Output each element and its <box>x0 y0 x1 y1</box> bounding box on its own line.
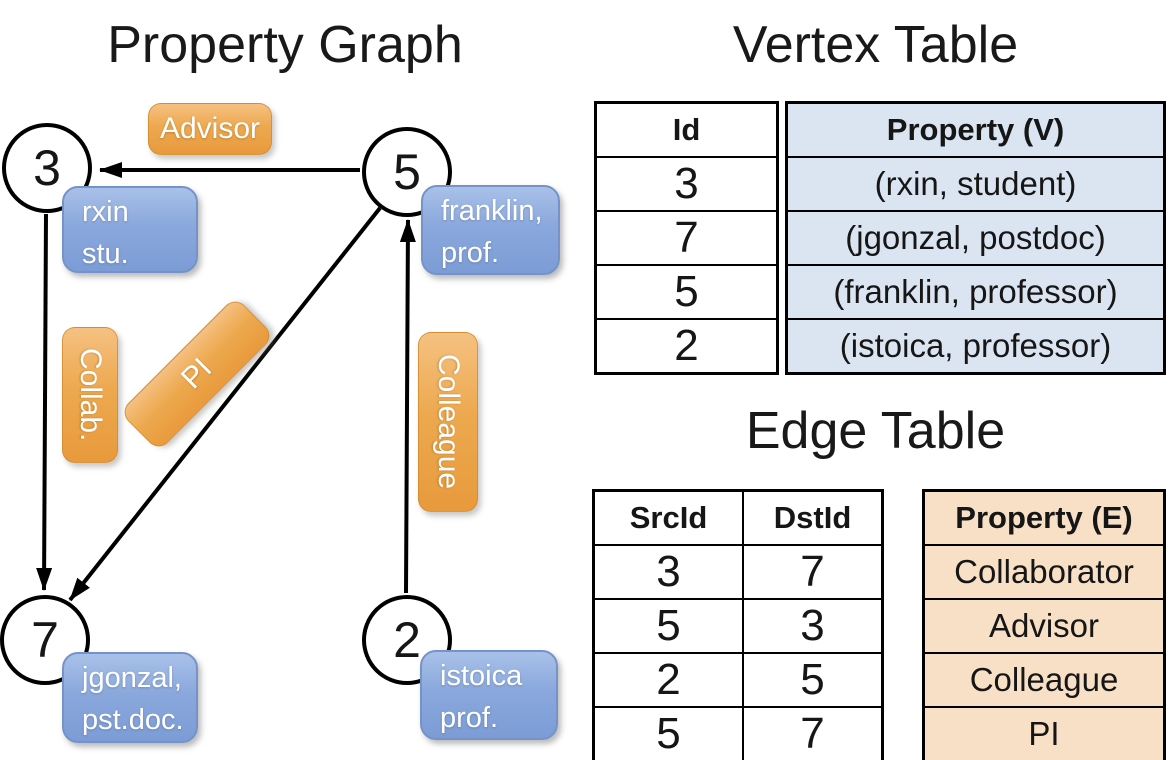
edge-property-cell: PI <box>923 706 1165 760</box>
table-row: 2 <box>595 318 778 374</box>
table-row: Collaborator <box>923 544 1165 599</box>
vertex-table-header-row: Property (V) <box>786 102 1165 157</box>
edge-srcid-cell: 3 <box>593 544 744 599</box>
vertex-table-id-column: Id 3 7 5 2 <box>594 101 779 375</box>
vertex-property-cell: (istoica, professor) <box>786 318 1165 374</box>
vertex-table-property-column: Property (V) (rxin, student) (jgonzal, p… <box>785 101 1166 375</box>
graph-node-3-id: 3 <box>33 140 61 196</box>
table-row: (jgonzal, postdoc) <box>786 210 1165 265</box>
graph-node-7-id: 7 <box>31 612 59 668</box>
vertex-property-cell: (franklin, professor) <box>786 264 1165 319</box>
vertex-property-cell: (rxin, student) <box>786 156 1165 211</box>
edge-table-header-row: SrcId DstId <box>593 490 883 545</box>
edge-srcid-cell: 5 <box>593 598 744 653</box>
edge-property-cell: Advisor <box>923 598 1165 653</box>
graph-node-5-id: 5 <box>393 144 421 200</box>
edge-table-header-property: Property (E) <box>923 490 1165 545</box>
vertex-label-istoica-line2: prof. <box>440 702 499 734</box>
graph-node-2-id: 2 <box>393 612 421 668</box>
table-row: (franklin, professor) <box>786 264 1165 319</box>
edge-property-cell: Collaborator <box>923 544 1165 599</box>
property-graph-title: Property Graph <box>107 16 463 74</box>
edge-dstid-cell: 3 <box>743 598 883 653</box>
edge-label-advisor: Advisor <box>148 103 272 155</box>
graph-edges-layer <box>36 162 416 602</box>
graph-node-2: 2 <box>362 595 452 685</box>
edge-srcid-cell: 2 <box>593 652 744 707</box>
table-row: 5 3 <box>593 598 883 653</box>
vertex-label-rxin-line2: stu. <box>82 238 129 270</box>
vertex-label-jgonzal-line1: jgonzal, <box>82 662 182 694</box>
table-row: 5 <box>595 264 778 319</box>
vertex-id-cell: 7 <box>595 210 778 265</box>
edge-arrow-2-to-5 <box>399 219 416 594</box>
vertex-property-cell: (jgonzal, postdoc) <box>786 210 1165 265</box>
edge-dstid-cell: 7 <box>743 544 883 599</box>
table-row: Advisor <box>923 598 1165 653</box>
edge-label-collab: Collab. <box>62 327 118 463</box>
table-row: (istoica, professor) <box>786 318 1165 374</box>
edge-table-header-srcid: SrcId <box>593 490 744 545</box>
table-row: Colleague <box>923 652 1165 707</box>
edge-table-header-dstid: DstId <box>773 500 852 535</box>
edge-label-colleague: Colleague <box>418 332 478 512</box>
table-row: 3 <box>595 156 778 211</box>
edge-table-property-column: Property (E) Collaborator Advisor Collea… <box>922 489 1166 760</box>
vertex-table-header-property: Property (V) <box>786 102 1165 157</box>
table-row: (rxin, student) <box>786 156 1165 211</box>
vertex-label-rxin-line1: rxin <box>82 196 129 228</box>
vertex-table-title: Vertex Table <box>732 16 1019 74</box>
vertex-label-jgonzal-line2: pst.doc. <box>82 704 184 736</box>
table-row: 5 7 <box>593 706 883 760</box>
vertex-label-istoica: istoica prof. <box>420 650 558 740</box>
edge-dstid-cell: 5 <box>743 652 883 707</box>
edge-srcid-cell: 5 <box>593 706 744 760</box>
edge-arrow-3-to-7 <box>36 213 53 591</box>
vertex-label-rxin: rxin stu. <box>62 186 198 273</box>
vertex-id-cell: 2 <box>595 318 778 374</box>
vertex-label-jgonzal: jgonzal, pst.doc. <box>62 652 198 743</box>
table-row: PI <box>923 706 1165 760</box>
edge-arrow-5-to-7 <box>68 206 382 602</box>
vertex-table-header-row: Id <box>596 103 778 158</box>
edge-property-cell: Colleague <box>923 652 1165 707</box>
table-row: 3 7 <box>593 544 883 599</box>
edge-dstid-cell: 7 <box>743 706 883 760</box>
vertex-label-franklin: franklin, prof. <box>421 185 560 275</box>
vertex-id-cell: 5 <box>595 264 778 319</box>
table-row: 2 5 <box>593 652 883 707</box>
edge-table-header-row: Property (E) <box>923 490 1165 545</box>
vertex-id-cell: 3 <box>595 156 778 211</box>
vertex-table-header-id: Id <box>672 112 701 147</box>
vertex-label-istoica-line1: istoica <box>440 660 523 692</box>
vertex-label-franklin-line1: franklin, <box>441 195 543 227</box>
edge-table-title: Edge Table <box>745 402 1006 460</box>
edge-table-id-columns: SrcId DstId 3 7 5 3 2 5 5 7 <box>592 489 884 760</box>
table-row: 7 <box>595 210 778 265</box>
vertex-label-franklin-line2: prof. <box>441 237 500 269</box>
